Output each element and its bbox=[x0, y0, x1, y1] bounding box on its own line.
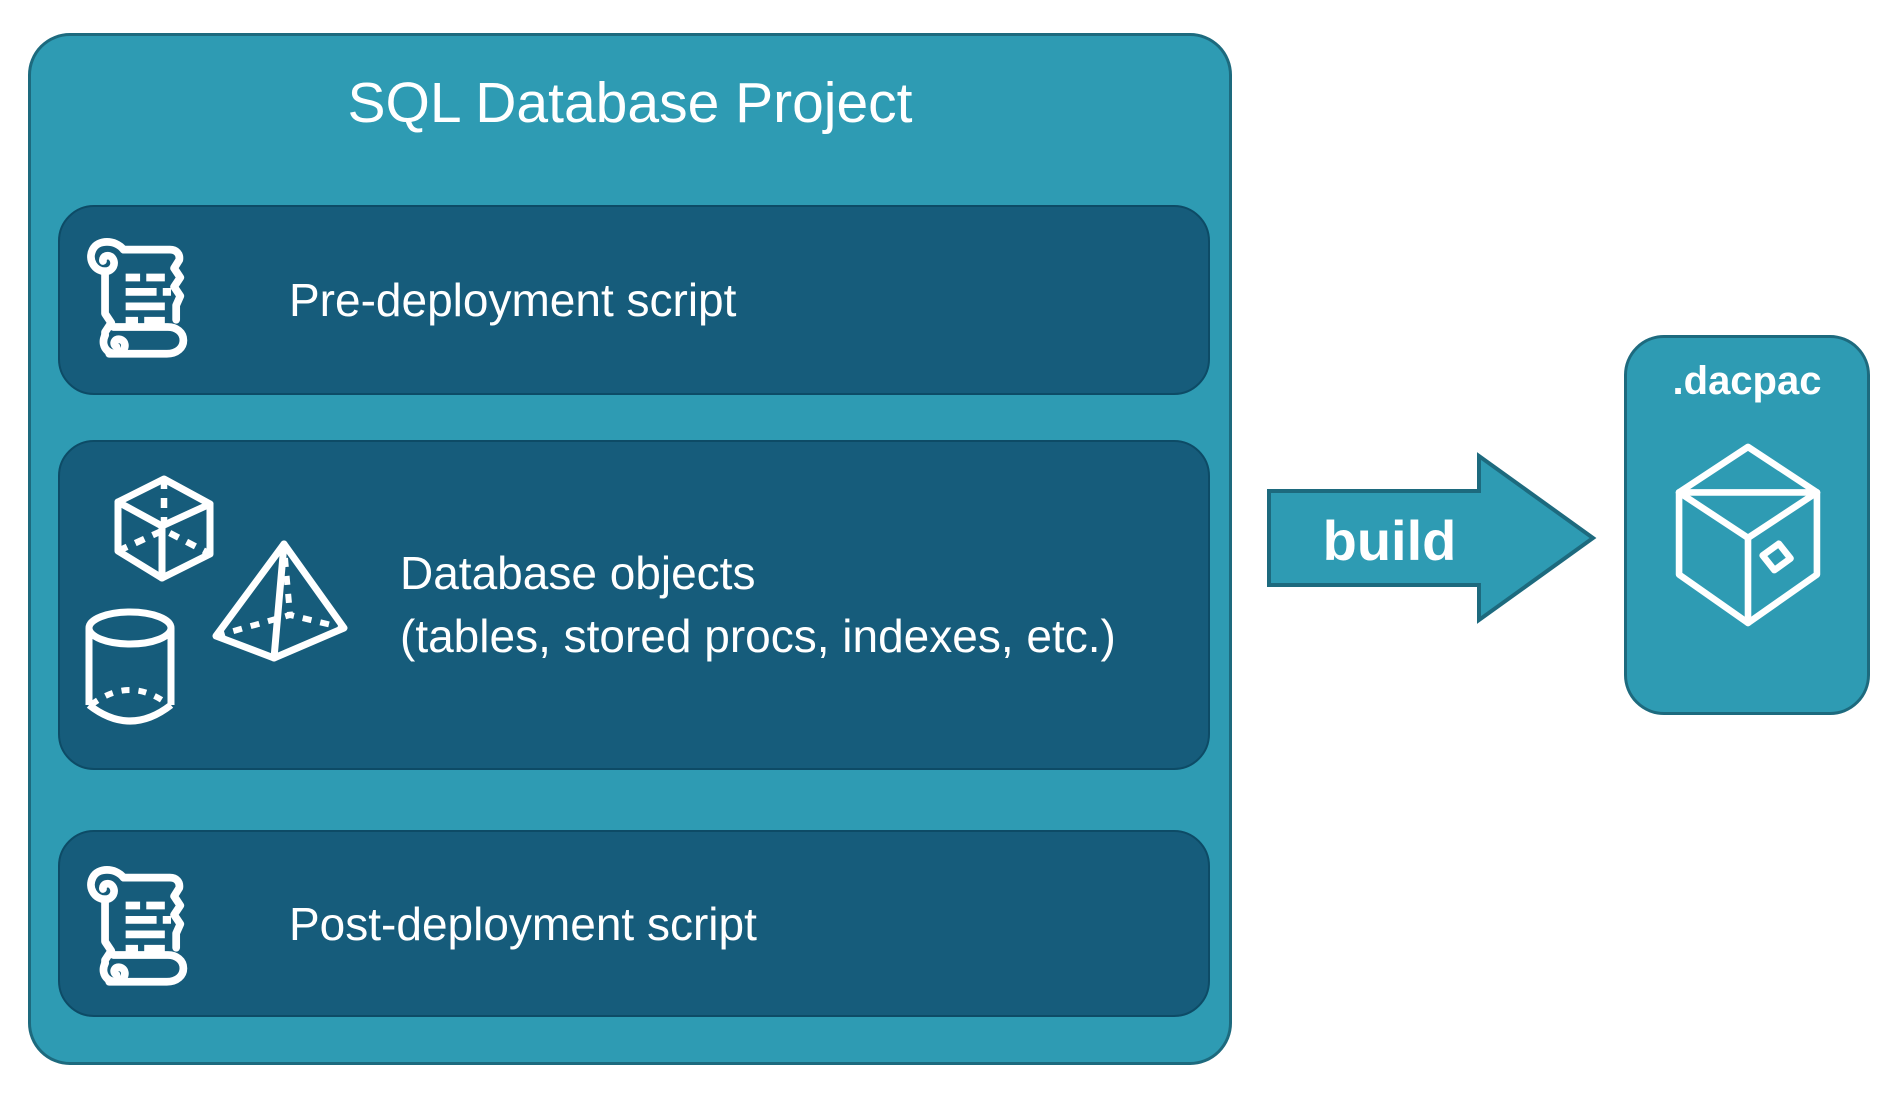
database-objects-label: Database objects (tables, stored procs, … bbox=[400, 440, 1116, 770]
right-arrow-icon bbox=[1266, 452, 1598, 624]
cube-icon bbox=[104, 464, 224, 589]
pre-deployment-label: Pre-deployment script bbox=[289, 274, 737, 326]
post-deployment-label: Post-deployment script bbox=[289, 897, 757, 950]
database-objects-line1: Database objects bbox=[400, 547, 756, 599]
pyramid-icon bbox=[210, 536, 350, 666]
project-title: SQL Database Project bbox=[347, 71, 913, 135]
cylinder-icon bbox=[80, 606, 180, 734]
database-objects-box bbox=[58, 440, 1210, 770]
dacpac-label: .dacpac bbox=[1672, 359, 1822, 403]
scroll-icon bbox=[76, 856, 198, 990]
scroll-icon bbox=[76, 228, 198, 362]
post-deployment-box bbox=[58, 830, 1210, 1017]
database-objects-line2: (tables, stored procs, indexes, etc.) bbox=[400, 610, 1116, 662]
build-arrow-label: build bbox=[1322, 508, 1457, 572]
package-icon bbox=[1660, 426, 1836, 638]
dacpac-container bbox=[1624, 335, 1870, 715]
pre-deployment-box bbox=[58, 205, 1210, 395]
